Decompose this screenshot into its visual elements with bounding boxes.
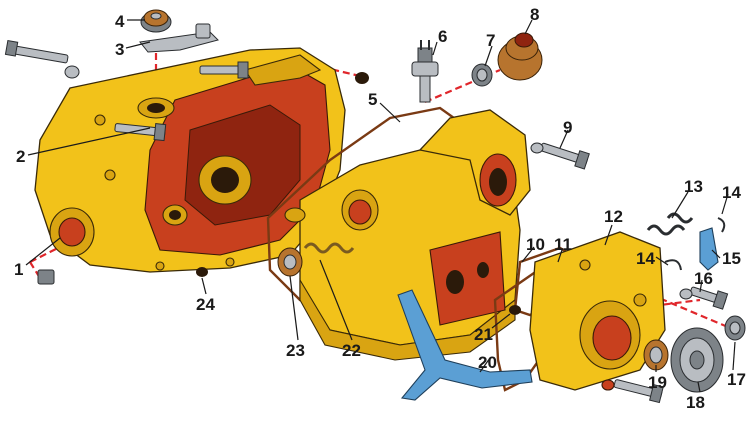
- callout-2: 2: [16, 147, 25, 166]
- bolt-left-top: [4, 39, 69, 64]
- leader-lines: [25, 19, 736, 393]
- callout-18: 18: [686, 393, 705, 412]
- end-cover-18: [670, 327, 724, 393]
- bolt-bottom-right: [613, 379, 664, 404]
- bolt-9: [539, 142, 590, 170]
- callout-13: 13: [684, 177, 703, 196]
- bearing-19: [643, 339, 669, 371]
- callout-4: 4: [115, 12, 125, 31]
- callout-20: 20: [478, 353, 497, 372]
- bolt-top-middle: [199, 61, 249, 79]
- callout-21: 21: [474, 325, 493, 344]
- callout-11: 11: [554, 235, 572, 254]
- bolt-16: [689, 286, 729, 310]
- nut-left-bottom: [37, 269, 55, 285]
- callout-16: 16: [694, 269, 713, 288]
- callout-labels: 1 2 3 4 5 6 7 8 9 10 11 12 13 14 14 15 1…: [14, 5, 746, 412]
- shift-bracket-20: [397, 289, 533, 401]
- washer-9: [530, 142, 544, 154]
- callout-19: 19: [648, 373, 667, 392]
- bracket-bolt: [195, 23, 211, 39]
- gearbox-housing: [284, 109, 531, 361]
- washer-7: [471, 63, 493, 87]
- washer-left-top: [64, 65, 80, 79]
- clip-14-top: [717, 217, 726, 233]
- callout-12: 12: [604, 207, 623, 226]
- callout-10: 10: [526, 235, 545, 254]
- callout-3: 3: [115, 40, 124, 59]
- callout-17: 17: [727, 370, 746, 389]
- callout-8: 8: [530, 5, 539, 24]
- callout-6: 6: [438, 27, 447, 46]
- nut-24: [196, 267, 208, 277]
- callout-14b: 14: [636, 249, 655, 268]
- washer-16: [679, 288, 693, 300]
- callout-1: 1: [14, 260, 23, 279]
- nut-17: [724, 315, 746, 341]
- callout-9: 9: [563, 118, 572, 137]
- rear-cover: [529, 231, 666, 391]
- callout-15: 15: [722, 249, 741, 268]
- plate-15: [699, 227, 719, 271]
- clutch-housing: [34, 47, 346, 273]
- callout-23: 23: [286, 341, 305, 360]
- callout-14a: 14: [722, 183, 741, 202]
- spring-13a: [646, 224, 686, 236]
- callout-7: 7: [486, 31, 495, 50]
- callout-5: 5: [368, 90, 377, 109]
- washer-bottom-right: [601, 379, 615, 391]
- boot-8: [497, 32, 543, 81]
- nut-right-top: [355, 72, 369, 84]
- callout-22: 22: [342, 341, 361, 360]
- nut-21: [509, 305, 521, 315]
- clip-14-left: [664, 259, 682, 271]
- breather-cap-4: [140, 9, 172, 33]
- reverse-switch-6: [411, 40, 439, 103]
- spring-13b: [666, 212, 694, 224]
- plug-23: [277, 247, 303, 277]
- callout-24: 24: [196, 295, 215, 314]
- spring-22: [303, 242, 355, 254]
